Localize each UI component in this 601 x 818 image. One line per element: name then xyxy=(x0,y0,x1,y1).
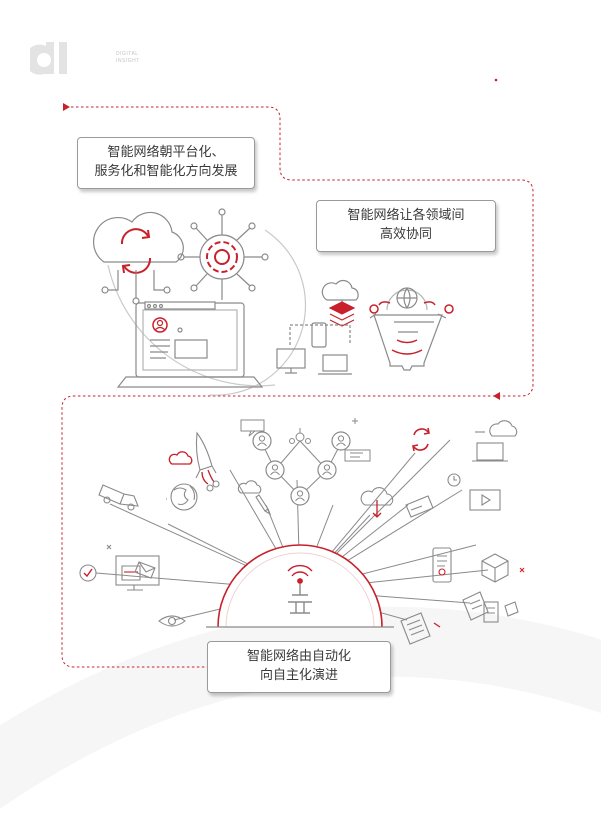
funnel-globe-icon xyxy=(369,287,454,371)
cube-icon xyxy=(481,553,525,583)
globe-icon xyxy=(170,483,198,511)
documents-icon xyxy=(462,591,519,623)
truck-icon xyxy=(98,484,139,511)
sync-icon xyxy=(412,427,430,452)
eye-icon xyxy=(158,615,186,627)
small-cloud-icon xyxy=(237,480,262,494)
video-play-icon xyxy=(469,489,501,511)
gear-network-icon xyxy=(177,208,269,300)
callout-platform-line1: 智能网络朝平台化、 xyxy=(107,145,225,160)
route-start-arrow xyxy=(63,103,70,111)
rocket-icon xyxy=(195,431,220,492)
callout-autonomy: 智能网络由自动化 向自主化演进 xyxy=(207,641,391,693)
cloud-download-icon xyxy=(360,487,394,518)
route-mid-arrow xyxy=(493,392,500,400)
arc-left xyxy=(107,264,276,387)
user-network-icon xyxy=(166,418,371,506)
callout-autonomy-line1: 智能网络由自动化 xyxy=(246,649,351,664)
callout-platform: 智能网络朝平台化、 服务化和智能化方向发展 xyxy=(77,137,255,189)
cloud-stack-icon xyxy=(321,279,359,327)
phone-list-icon xyxy=(432,547,452,583)
callout-collaboration: 智能网络让各领域间 高效协同 xyxy=(316,200,496,252)
dashed-route xyxy=(61,106,534,668)
brand-sub-1: DIGITAL xyxy=(116,51,139,57)
callout-collaboration-line2: 高效协同 xyxy=(379,227,432,242)
arc-right xyxy=(209,229,307,396)
cloud-sync-icon xyxy=(93,211,184,305)
callout-collaboration-line1: 智能网络让各领域间 xyxy=(347,208,465,223)
cloud-laptop-icon xyxy=(472,420,518,462)
laptop-profile-icon xyxy=(116,301,264,388)
red-dot xyxy=(494,78,498,82)
clock-icon xyxy=(447,473,461,487)
pen-icon xyxy=(255,494,272,516)
brand-logo-mark xyxy=(24,42,67,75)
brand-sub-2: INSIGHT xyxy=(116,58,140,64)
credit-card-icon xyxy=(405,495,434,518)
callout-autonomy-line2: 向自主化演进 xyxy=(259,668,338,683)
red-cloud-icon xyxy=(168,451,193,465)
document-stamp-icon xyxy=(400,612,441,645)
monitor-chart-icon xyxy=(106,544,160,591)
callout-platform-line2: 服务化和智能化方向发展 xyxy=(94,164,238,179)
wifi-antenna-icon xyxy=(287,564,313,614)
brand-logo: DIGITAL INSIGHT xyxy=(24,38,139,78)
devices-icon xyxy=(276,322,352,375)
check-icon xyxy=(79,564,97,582)
